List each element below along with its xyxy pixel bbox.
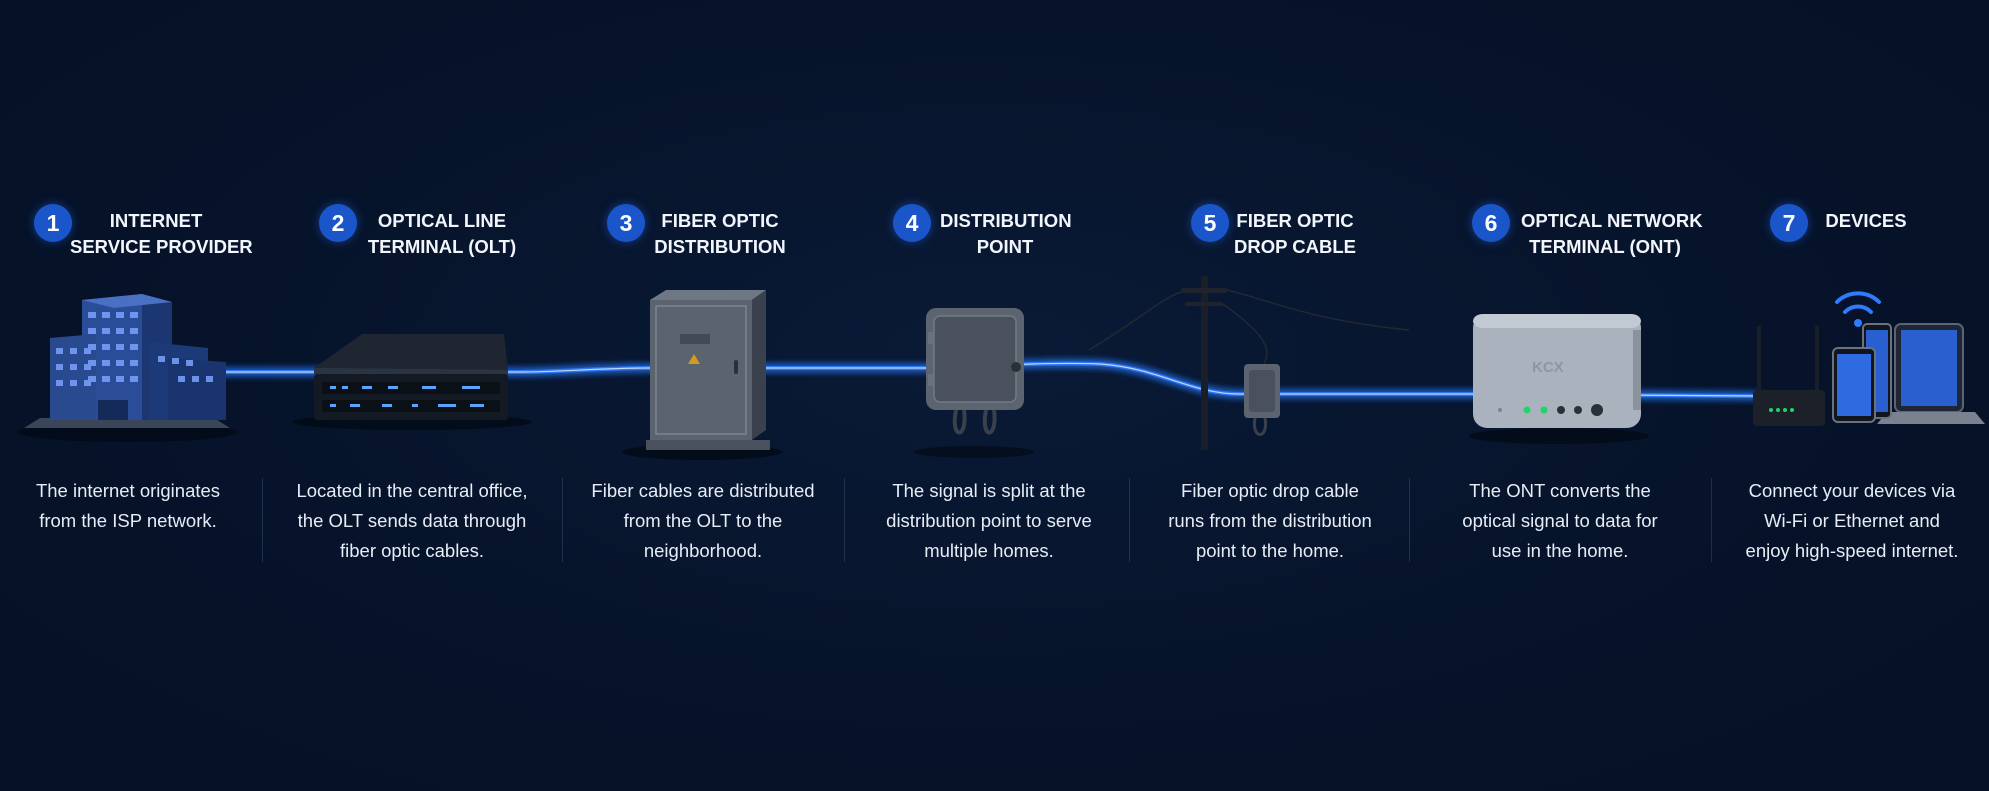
step-description: The internet originates from the ISP net… (35, 480, 221, 531)
divider (1409, 478, 1410, 562)
divider (1711, 478, 1712, 562)
step-4: 4 DISTRIBUTION POINT The signal is split… (844, 0, 1129, 791)
step-number-badge: 4 (893, 204, 931, 242)
step-5: 5 FIBER OPTIC DROP CABLE Fiber optic dro… (1088, 0, 1410, 791)
distribution-cabinet-icon (622, 290, 782, 460)
ont-modem-icon: KCX (1469, 314, 1649, 444)
step-title: DISTRIBUTION POINT (940, 210, 1072, 257)
svg-text:KCX: KCX (1532, 359, 1564, 376)
step-number-badge: 7 (1770, 204, 1808, 242)
step-description: Fiber optic drop cable runs from the dis… (1168, 480, 1372, 561)
step-7: 7 DEVICES Connect your devices via Wi-Fi (1711, 0, 1989, 791)
step-description: Located in the central office, the OLT s… (296, 480, 528, 561)
step-title: FIBER OPTIC DROP CABLE (1234, 210, 1356, 257)
step-number-badge: 2 (319, 204, 357, 242)
step-description: Connect your devices via Wi-Fi or Ethern… (1745, 480, 1959, 561)
step-title: DEVICES (1825, 210, 1907, 231)
step-title: FIBER OPTIC DISTRIBUTION (654, 210, 786, 257)
router-and-devices-icon (1753, 291, 1985, 426)
step-title: INTERNET SERVICE PROVIDER (70, 210, 253, 257)
wifi-icon (1835, 291, 1881, 314)
step-1: 1 INTERNET SERVICE PROVIDER (0, 0, 262, 791)
step-description: The ONT converts the optical signal to d… (1462, 480, 1658, 561)
divider (844, 478, 845, 562)
step-number-badge: 3 (607, 204, 645, 242)
utility-pole-icon (1088, 276, 1410, 450)
step-description: Fiber cables are distributed from the OL… (591, 480, 815, 561)
step-3: 3 FIBER OPTIC DISTRIBUTION Fiber cables … (562, 0, 844, 791)
step-6: 6 OPTICAL NETWORK TERMINAL (ONT) KCX The… (1409, 0, 1711, 791)
divider (262, 478, 263, 562)
step-number-badge: 6 (1472, 204, 1510, 242)
office-building-icon (18, 294, 238, 442)
step-title: OPTICAL NETWORK TERMINAL (ONT) (1521, 210, 1703, 257)
olt-rack-unit-icon (292, 334, 532, 430)
step-description: The signal is split at the distribution … (886, 480, 1092, 561)
step-title: OPTICAL LINE TERMINAL (OLT) (367, 210, 517, 257)
divider (1129, 478, 1130, 562)
step-2: 2 OPTICAL LINE TERMINAL (OLT) Located in… (262, 0, 562, 791)
splitter-box-icon (914, 308, 1034, 458)
divider (562, 478, 563, 562)
step-number-badge: 1 (34, 204, 72, 242)
step-number-badge: 5 (1191, 204, 1229, 242)
